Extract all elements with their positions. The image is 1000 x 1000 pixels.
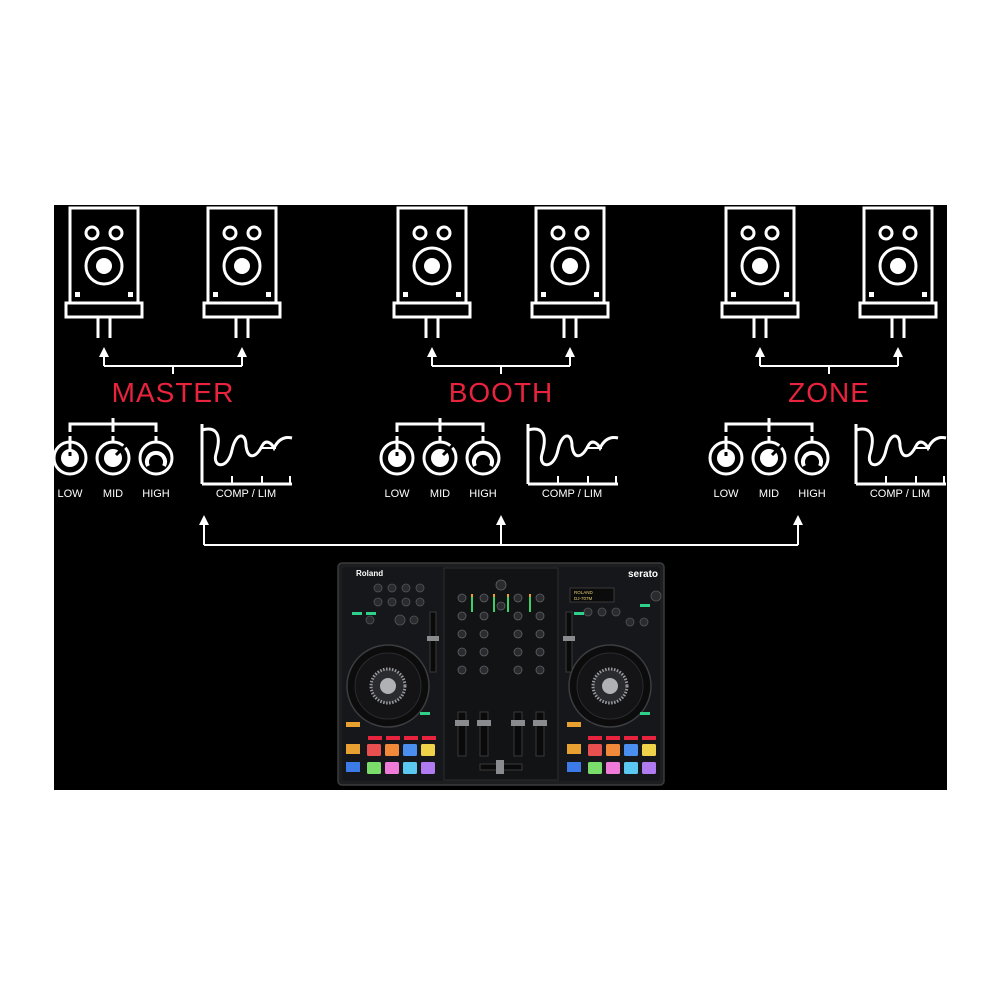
- speaker-icon: [64, 206, 144, 340]
- compressor-limiter-icon: [854, 422, 948, 486]
- low-knob-icon: [52, 434, 88, 476]
- eq-label-mid: MID: [759, 488, 779, 500]
- zone-zone: ZONE LOW MID HIGH COMP / LIM: [708, 206, 948, 500]
- mid-knob-icon: [95, 434, 131, 476]
- eq-label-mid: MID: [103, 488, 123, 500]
- low-knob-icon: [379, 434, 415, 476]
- high-knob-icon: [794, 434, 830, 476]
- zone-title-zone: ZONE: [788, 377, 870, 408]
- routing-lines: [199, 515, 803, 546]
- zone-master: MASTER LOW MID HIGH COMP / LIM: [52, 206, 294, 500]
- serato-logo: serato: [628, 569, 658, 580]
- eq-label-comp: COMP / LIM: [216, 488, 276, 500]
- eq-label-low: LOW: [384, 488, 410, 500]
- jog-wheel-left: [346, 644, 430, 728]
- display-line-1: ROLAND: [574, 590, 594, 595]
- compressor-limiter-icon: [200, 422, 294, 486]
- eq-label-comp: COMP / LIM: [870, 488, 930, 500]
- eq-label-high: HIGH: [469, 488, 497, 500]
- display-screen: [569, 587, 615, 603]
- display-line-2: DJ-707M: [574, 596, 593, 601]
- high-knob-icon: [465, 434, 501, 476]
- speaker-icon: [720, 206, 800, 340]
- mid-knob-icon: [751, 434, 787, 476]
- speaker-icon: [202, 206, 282, 340]
- dj-controller: Roland serato ROLAND DJ-707M: [337, 562, 665, 786]
- performance-pads-left: [367, 744, 435, 774]
- speaker-icon: [392, 206, 472, 340]
- high-knob-icon: [138, 434, 174, 476]
- jog-wheel-right: [568, 644, 652, 728]
- zone-title-booth: BOOTH: [449, 377, 554, 408]
- eq-label-low: LOW: [713, 488, 739, 500]
- speaker-icon: [530, 206, 610, 340]
- speaker-icon: [858, 206, 938, 340]
- eq-label-low: LOW: [57, 488, 83, 500]
- eq-label-high: HIGH: [142, 488, 170, 500]
- eq-label-mid: MID: [430, 488, 450, 500]
- zone-booth: BOOTH LOW MID HIGH COMP / LIM: [379, 206, 620, 500]
- zone-title-master: MASTER: [112, 377, 235, 408]
- eq-label-high: HIGH: [798, 488, 826, 500]
- mid-knob-icon: [422, 434, 458, 476]
- roland-logo: Roland: [356, 569, 383, 578]
- compressor-limiter-icon: [526, 422, 620, 486]
- low-knob-icon: [708, 434, 744, 476]
- performance-pads-right: [588, 744, 656, 774]
- eq-label-comp: COMP / LIM: [542, 488, 602, 500]
